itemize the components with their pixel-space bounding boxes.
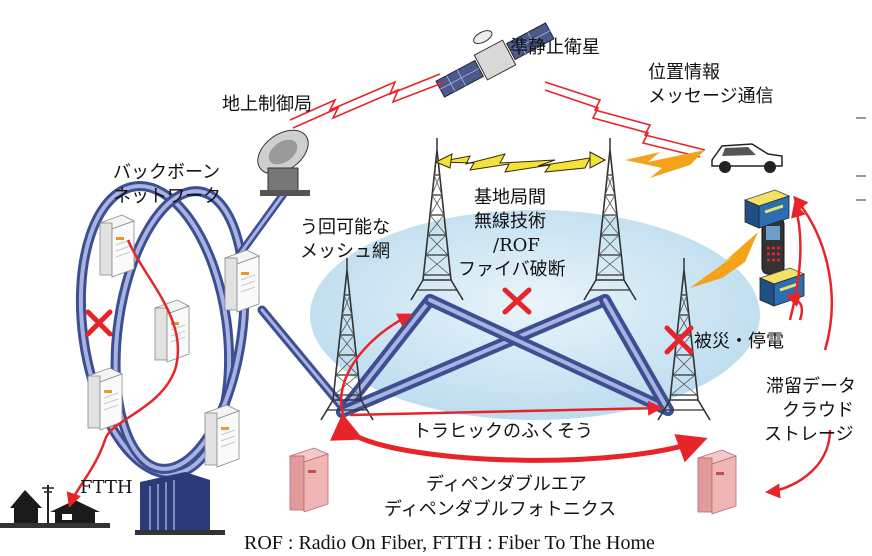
backbone-label: バックボーン [113, 162, 220, 183]
car-icon [711, 143, 783, 173]
dependable-photonics-label: ディペンダブルフォトニクス [384, 498, 616, 520]
failure-x-mark [85, 287, 694, 355]
ground-station-icon [257, 129, 310, 196]
network-label: ネットワーク [113, 186, 221, 207]
disaster-label: 被災・停電 [694, 331, 784, 352]
mobile-phone-icon [761, 217, 785, 275]
mesh-network-label: メッシュ網 [300, 241, 390, 262]
dependable-air-label: ディペンダブルエア [426, 473, 587, 495]
fiber-break-label: ファイバ破断 [458, 259, 566, 280]
congestion-arrow [329, 413, 708, 463]
rof-label: /ROF [493, 235, 540, 256]
message-comm-label: メッセージ通信 [648, 86, 774, 107]
satellite-label: 準静止衛星 [510, 37, 600, 58]
backbone-server [154, 299, 190, 363]
cloud-storage-label-2: クラウド [782, 400, 854, 421]
backbone-server [204, 404, 240, 468]
storage-server [289, 447, 329, 513]
footnote: ROF : Radio On Fiber, FTTH : Fiber To Th… [244, 532, 655, 554]
inter-bs-label: 基地局間 [474, 187, 546, 208]
traffic-congestion-label: トラヒックのふくそう [413, 421, 593, 442]
office-building-icon [135, 472, 225, 535]
mesh-label: う回可能な [300, 217, 390, 238]
satellite-icon [435, 22, 555, 98]
backbone-rings [75, 181, 250, 479]
radio-link-zigzag [289, 73, 706, 158]
wireless-tech-label: 無線技術 [474, 211, 546, 232]
wireless-bolt [434, 150, 758, 288]
backbone-server [224, 249, 260, 313]
cloud-storage-label-3: ストレージ [764, 424, 854, 445]
position-info-label: 位置情報 [648, 62, 720, 83]
margin-tick [856, 117, 866, 201]
ftth-label: FTTH [80, 477, 133, 498]
cloud-storage-label-1: 滞留データ [766, 376, 856, 397]
backbone-server [99, 214, 135, 278]
storage-server [697, 449, 737, 515]
ground-station-label: 地上制御局 [222, 94, 312, 115]
backbone-server [87, 367, 123, 431]
